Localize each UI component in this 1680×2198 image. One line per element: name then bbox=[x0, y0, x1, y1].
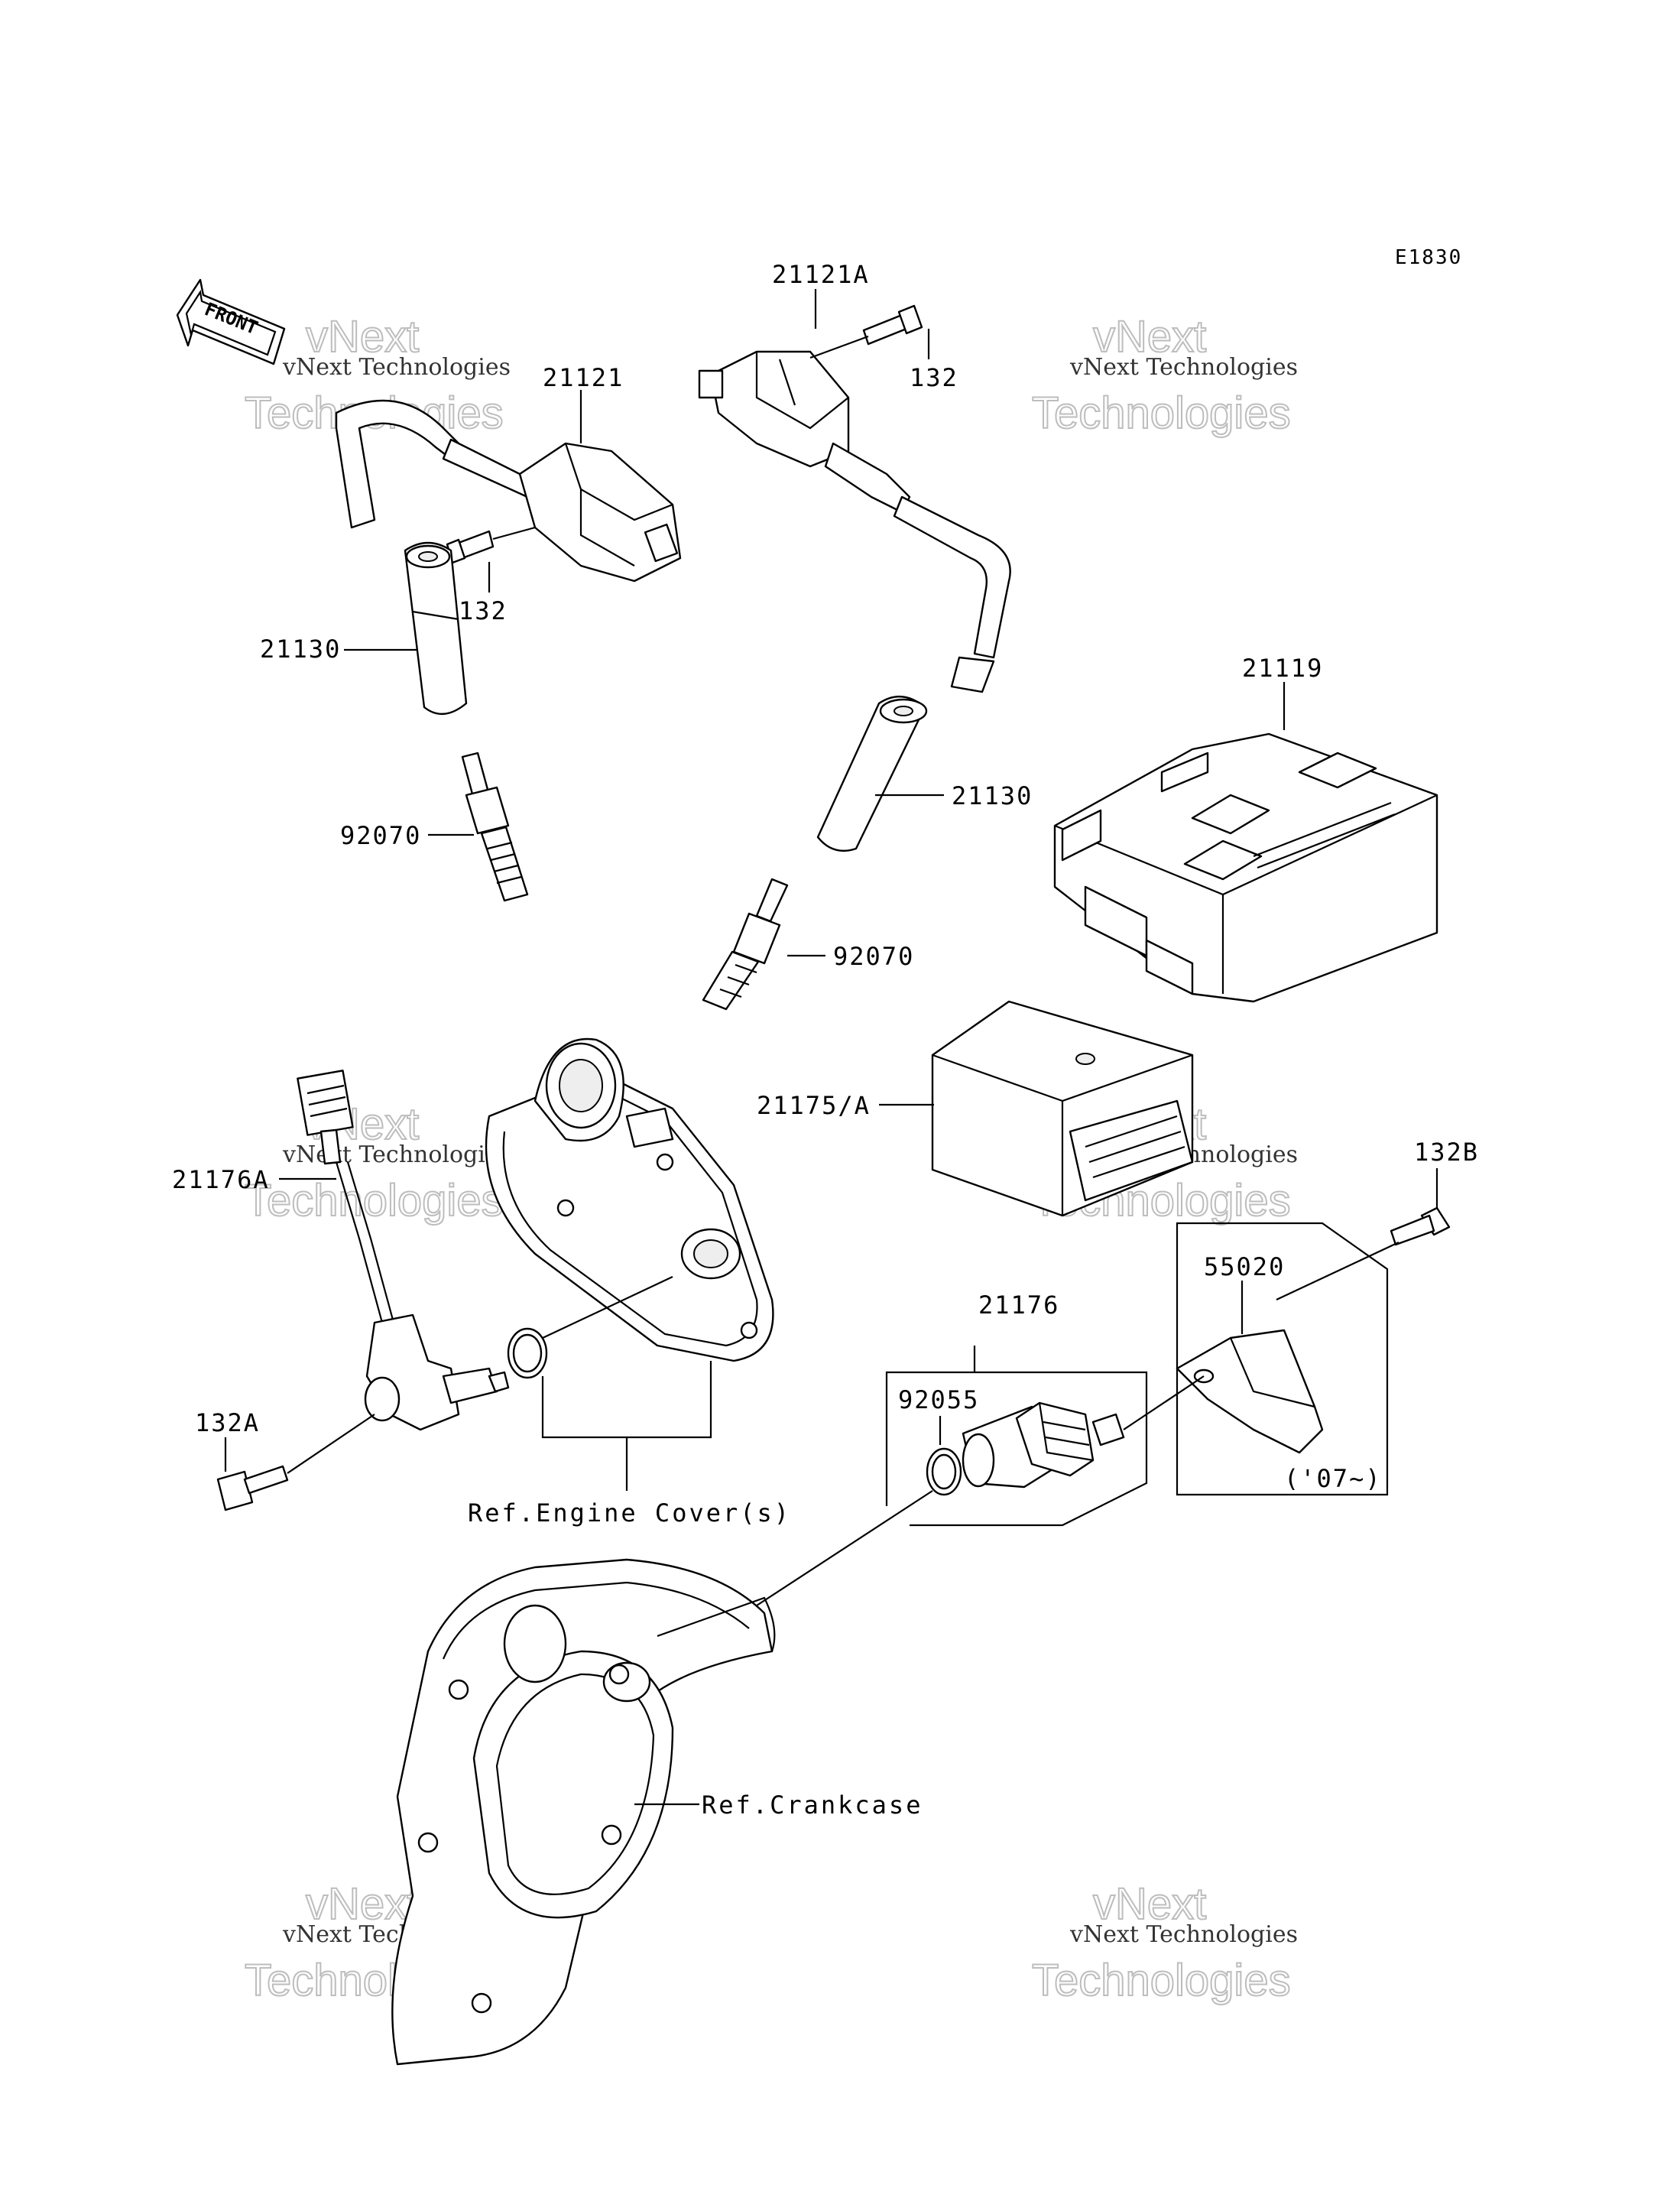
watermark-bottom-right: vNext Technologies vNext Technologies bbox=[1031, 1878, 1298, 2006]
bolt-132B bbox=[1276, 1206, 1451, 1300]
part-label: 21130 bbox=[952, 781, 1033, 810]
part-label: 132B bbox=[1414, 1138, 1479, 1167]
part-label: 132 bbox=[910, 363, 958, 392]
watermark-top-right: vNext Technologies vNext Technologies bbox=[1031, 311, 1298, 439]
plug-cap-right bbox=[816, 695, 928, 852]
part-label: 21130 bbox=[260, 635, 341, 664]
o-ring-cover bbox=[507, 1276, 673, 1379]
part-label: 92070 bbox=[340, 821, 421, 850]
sensor-21176 bbox=[962, 1401, 1125, 1489]
ignition-coil-left bbox=[335, 399, 682, 583]
part-label: 21121 bbox=[543, 363, 624, 392]
leader-lines bbox=[224, 289, 1438, 1806]
front-arrow-icon: FRONT bbox=[176, 278, 286, 365]
part-label: 92070 bbox=[833, 942, 914, 971]
part-label: 132 bbox=[459, 596, 508, 625]
ref-crankcase: Ref.Crankcase bbox=[702, 1791, 923, 1820]
plug-cap-left bbox=[404, 541, 468, 716]
part-label: 21176A bbox=[172, 1165, 270, 1194]
watermark-big-1: vNext bbox=[306, 1879, 419, 1929]
ecu-21119 bbox=[1053, 732, 1438, 1003]
watermark-small: vNext Technologies bbox=[1069, 1921, 1298, 1948]
part-label: 21175/A bbox=[757, 1091, 871, 1120]
watermark-big-2: Technologies bbox=[245, 388, 504, 438]
crankcase bbox=[391, 1558, 776, 2066]
watermark-top-left: vNext Technologies vNext Technologies bbox=[244, 311, 511, 439]
watermark-big-1: vNext bbox=[306, 312, 419, 362]
watermark-big-2: Technologies bbox=[1032, 1956, 1291, 2005]
part-label: 21176 bbox=[978, 1291, 1059, 1320]
watermark-big-2: Technologies bbox=[245, 1176, 504, 1226]
ignition-coil-right bbox=[698, 304, 1011, 693]
diagram-code: E1830 bbox=[1395, 246, 1462, 269]
watermark-small: vNext Technologies bbox=[1069, 354, 1298, 381]
watermark-small: vNext Technologies bbox=[282, 1141, 511, 1168]
engine-cover bbox=[485, 1037, 774, 1362]
part-label: 132A bbox=[195, 1408, 260, 1437]
part-label: 21121A bbox=[772, 260, 870, 289]
ref-engine-cover: Ref.Engine Cover(s) bbox=[468, 1498, 791, 1528]
watermark-big-1: vNext bbox=[1093, 1879, 1206, 1929]
sensor-21176A bbox=[297, 1070, 510, 1431]
watermark-big-1: vNext bbox=[1093, 312, 1206, 362]
part-label: 21119 bbox=[1242, 654, 1323, 683]
watermark-big-2: Technologies bbox=[1032, 388, 1291, 438]
spark-plug-right bbox=[702, 878, 789, 1011]
spark-plug-left bbox=[461, 752, 529, 902]
o-ring-sensor bbox=[926, 1447, 962, 1496]
year-note: ('07~) bbox=[1284, 1464, 1382, 1493]
watermark-small: vNext Technologies bbox=[282, 354, 511, 381]
bolt-132A bbox=[216, 1414, 375, 1511]
module-21175 bbox=[931, 1000, 1194, 1217]
bracket-55020 bbox=[1176, 1329, 1324, 1454]
part-label: 55020 bbox=[1204, 1252, 1285, 1281]
watermark-mid-left: vNext Technologies vNext Technologies bbox=[244, 1099, 511, 1226]
part-label: 92055 bbox=[898, 1385, 979, 1414]
